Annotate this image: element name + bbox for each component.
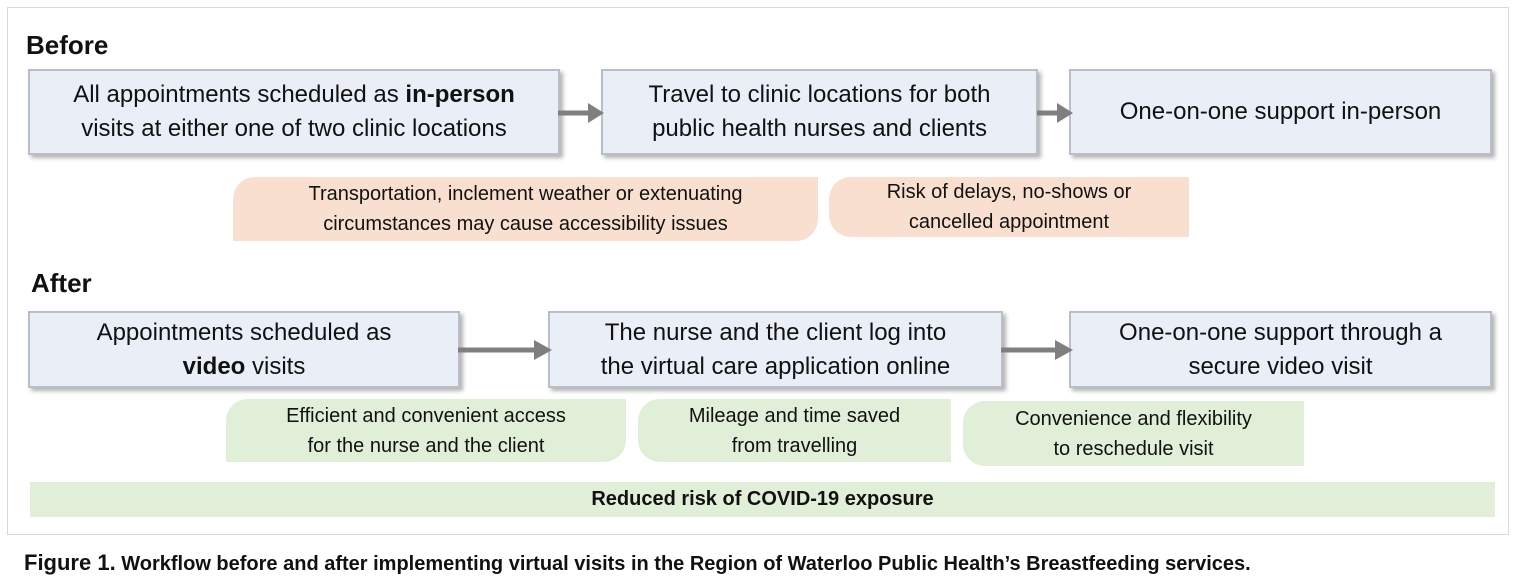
after-label: After [31, 268, 92, 298]
after-step3-line2: secure video visit [1188, 352, 1373, 380]
after-step3-line1: One-on-one support through a [1119, 318, 1442, 346]
after-note-mileage: Mileage and time saved from travelling [638, 399, 951, 462]
after-note1-line2: for the nurse and the client [307, 434, 545, 457]
after-step2-line2: the virtual care application online [600, 352, 951, 380]
after-step1-line1: Appointments scheduled as [96, 318, 392, 346]
after-step-video-support: One-on-one support through a secure vide… [1069, 311, 1492, 388]
before-note1-line2: circumstances may cause accessibility is… [323, 213, 728, 235]
before-step1-bold: in-person [405, 81, 515, 108]
before-note1-line1: Transportation, inclement weather or ext… [308, 183, 743, 205]
figure-caption: Figure 1. Workflow before and after impl… [24, 550, 1251, 576]
after-step-video-scheduling: Appointments scheduled as video visits [28, 311, 460, 388]
before-note2-line2: cancelled appointment [908, 211, 1110, 233]
after-note3-line1: Convenience and flexibility [1015, 407, 1252, 430]
before-step3-line1: One-on-one support in-person [1119, 98, 1442, 125]
before-arrow-2 [1037, 103, 1073, 123]
before-step-travel: Travel to clinic locations for both publ… [601, 69, 1038, 155]
before-step1-line2: visits at either one of two clinic locat… [81, 115, 507, 142]
figure-caption-text: Workflow before and after implementing v… [115, 553, 1251, 575]
before-note2-line1: Risk of delays, no-shows or [886, 181, 1132, 203]
after-step-login: The nurse and the client log into the vi… [548, 311, 1003, 388]
after-note2-line1: Mileage and time saved [688, 404, 901, 427]
covid-risk-banner: Reduced risk of COVID-19 exposure [30, 482, 1495, 517]
after-arrow-2 [1001, 340, 1073, 360]
before-step1-text: All appointments scheduled as [73, 81, 406, 108]
before-note-accessibility: Transportation, inclement weather or ext… [233, 177, 818, 241]
figure-caption-label: Figure 1. [24, 550, 116, 575]
before-step2-line2: public health nurses and clients [652, 115, 987, 142]
after-note3-line2: to reschedule visit [1053, 437, 1214, 460]
before-step-inperson-scheduling: All appointments scheduled as in-person … [28, 69, 560, 155]
before-step-support: One-on-one support in-person [1069, 69, 1492, 155]
after-note-access: Efficient and convenient access for the … [226, 399, 626, 462]
before-step2-line1: Travel to clinic locations for both [648, 81, 991, 108]
before-note-delays: Risk of delays, no-shows or cancelled ap… [829, 177, 1189, 237]
before-arrow-1 [558, 103, 604, 123]
after-arrow-1 [458, 340, 552, 360]
before-label: Before [26, 30, 109, 60]
after-step1-text: visits [245, 352, 306, 380]
after-note-flexibility: Convenience and flexibility to reschedul… [963, 401, 1304, 466]
after-step1-bold: video [182, 352, 246, 380]
after-note2-line2: from travelling [731, 434, 858, 457]
after-note1-line1: Efficient and convenient access [286, 404, 566, 427]
after-step2-line1: The nurse and the client log into [604, 318, 947, 346]
